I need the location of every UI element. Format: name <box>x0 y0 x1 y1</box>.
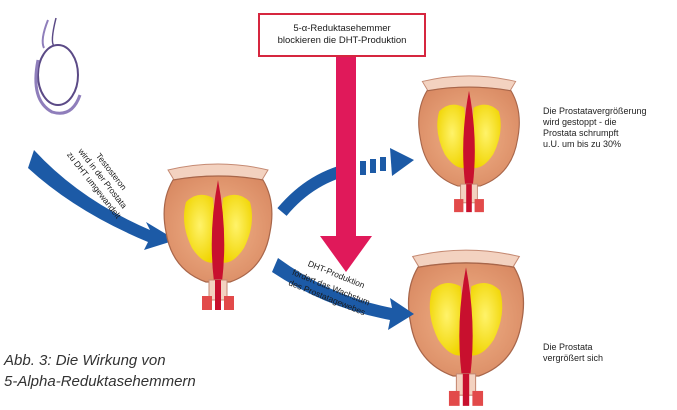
prostate-icon <box>409 250 524 406</box>
grow-note-line2: vergrößert sich <box>543 353 663 364</box>
shrink-note-line3: Prostata schrumpft <box>543 128 673 139</box>
grow-note-line1: Die Prostata <box>543 342 663 353</box>
shrink-note: Die Prostatavergrößerung wird gestoppt -… <box>543 106 673 150</box>
grow-note: Die Prostata vergrößert sich <box>543 342 663 364</box>
inhibitor-box-line1: 5-α-Reduktasehemmer <box>293 23 390 35</box>
testis-icon <box>36 18 80 113</box>
shrink-note-line2: wird gestoppt - die <box>543 117 673 128</box>
prostate-icon <box>164 164 272 310</box>
dht-label: DHT-Produktion fördert das Wachstum des … <box>287 254 377 317</box>
figure-caption: Abb. 3: Die Wirkung von 5-Alpha-Reduktas… <box>4 350 274 392</box>
shrink-note-line4: u.U. um bis zu 30% <box>543 139 673 150</box>
inhibitor-box: 5-α-Reduktasehemmer blockieren die DHT-P… <box>258 13 426 57</box>
shrink-note-line1: Die Prostatavergrößerung <box>543 106 673 117</box>
figure-caption-line1: Abb. 3: Die Wirkung von <box>4 350 274 371</box>
prostate-icon <box>419 76 520 212</box>
inhibitor-box-line2: blockieren die DHT-Produktion <box>278 35 407 47</box>
figure-caption-line2: 5-Alpha-Reduktasehemmern <box>4 371 274 392</box>
